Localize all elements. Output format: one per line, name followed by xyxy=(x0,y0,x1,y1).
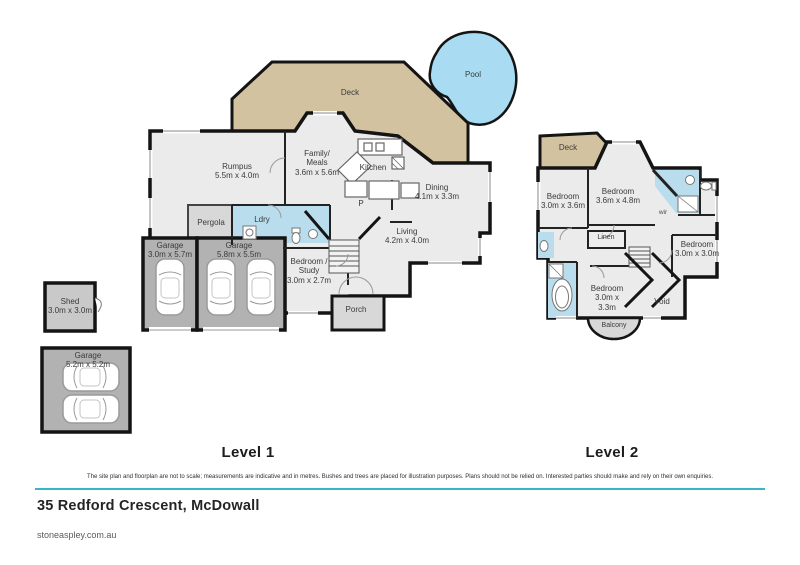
room-name: Garage xyxy=(225,241,253,250)
agency-website-link[interactable]: stoneaspley.com.au xyxy=(37,530,117,540)
pool-shape xyxy=(428,30,518,126)
room-name: P xyxy=(358,199,364,208)
room-dims: 4.2m x 4.0m xyxy=(384,236,430,246)
room-name: Pool xyxy=(464,70,482,79)
stairs-icon-level1 xyxy=(303,210,382,274)
level2-door-arcs xyxy=(559,224,673,279)
room-dims: 3.6m x 5.6m xyxy=(294,167,340,177)
room-name: Pergola xyxy=(197,218,225,227)
balcony-shape xyxy=(586,316,642,341)
room-label-kitchen: Kitchen xyxy=(360,163,387,172)
level2-bath-fixtures xyxy=(539,175,717,312)
room-label-deck-l2: Deck xyxy=(559,143,577,152)
room-dims: 5.8m x 5.5m xyxy=(216,250,262,260)
room-name: Study xyxy=(298,266,320,276)
property-address: 35 Redford Crescent, McDowall xyxy=(37,498,260,514)
room-name: Shed xyxy=(60,297,80,306)
room-label-wir: wir xyxy=(659,209,667,217)
room-name: Dining xyxy=(425,183,449,192)
room-dims: 3.0m x xyxy=(594,293,619,303)
linen-closet xyxy=(587,230,626,249)
room-label-void: Void xyxy=(654,297,670,306)
room-label-pool: Pool xyxy=(465,70,481,79)
room-name: Bedroom xyxy=(601,187,635,196)
level2-interior-walls xyxy=(538,168,717,318)
room-name: Balcony xyxy=(601,322,627,329)
level2-plan xyxy=(536,131,720,341)
room-name: Ldry xyxy=(254,215,270,224)
level2-windows xyxy=(536,140,720,321)
room-dims: 3.0m x 2.7m xyxy=(286,275,332,285)
garage-detached-shape xyxy=(40,346,132,434)
level1-windows xyxy=(148,111,493,316)
level1-plan xyxy=(40,30,518,434)
room-label-porch: Porch xyxy=(346,305,367,314)
room-label-deck-l1: Deck xyxy=(341,88,359,97)
room-name: Bedroom xyxy=(546,192,580,201)
room-name: Deck xyxy=(340,88,360,97)
room-name: Garage xyxy=(156,241,184,250)
room-dims: 5.5m x 4.0m xyxy=(214,171,260,181)
room-dims: 3.0m x 5.7m xyxy=(147,250,193,260)
level1-title: Level 1 xyxy=(221,444,275,461)
room-name: Bedroom xyxy=(590,284,624,293)
room-dims: 4.1m x 3.3m xyxy=(414,192,460,202)
accent-divider xyxy=(35,488,765,490)
room-name: Linen xyxy=(597,234,615,241)
room-label-balcony: Balcony xyxy=(602,322,627,330)
room-dims: 3.0m x 3.6m xyxy=(540,201,586,211)
room-label-pantry: P xyxy=(358,199,363,208)
room-name: Void xyxy=(654,297,670,306)
porch-shape xyxy=(330,294,386,332)
room-label-pergola: Pergola xyxy=(197,218,225,227)
shed-shape xyxy=(43,281,102,333)
room-dims: 3.0m x 3.0m xyxy=(674,249,720,259)
room-name: Family/ xyxy=(304,149,330,158)
room-dims: 5.2m x 5.2m xyxy=(65,360,111,370)
kitchen-counter xyxy=(337,138,420,200)
room-name: Kitchen xyxy=(359,163,387,172)
room-name: Garage xyxy=(74,351,102,360)
level1-door-arcs xyxy=(267,157,374,295)
laundry-fixtures xyxy=(242,225,318,244)
room-name: Porch xyxy=(345,305,367,314)
room-name: Deck xyxy=(558,143,578,152)
room-name: wir xyxy=(658,209,668,216)
room-dims: 3.0m x 3.0m xyxy=(47,306,93,316)
stairs-icon-level2 xyxy=(623,246,682,309)
room-name: Rumpus xyxy=(222,162,252,171)
disclaimer-text: The site plan and floorplan are not to s… xyxy=(86,474,714,480)
room-dims: 3.6m x 4.8m xyxy=(595,196,641,206)
level2-title: Level 2 xyxy=(585,444,639,461)
room-label-linen: Linen xyxy=(597,234,614,242)
room-name: Bedroom / xyxy=(290,257,328,266)
car-icons xyxy=(155,258,276,316)
room-name: Living xyxy=(396,227,418,236)
room-label-laundry: Ldry xyxy=(254,215,270,224)
room-dims: 3.3m xyxy=(598,302,616,312)
room-name: Bedroom xyxy=(680,240,714,249)
room-name: Meals xyxy=(306,158,328,168)
